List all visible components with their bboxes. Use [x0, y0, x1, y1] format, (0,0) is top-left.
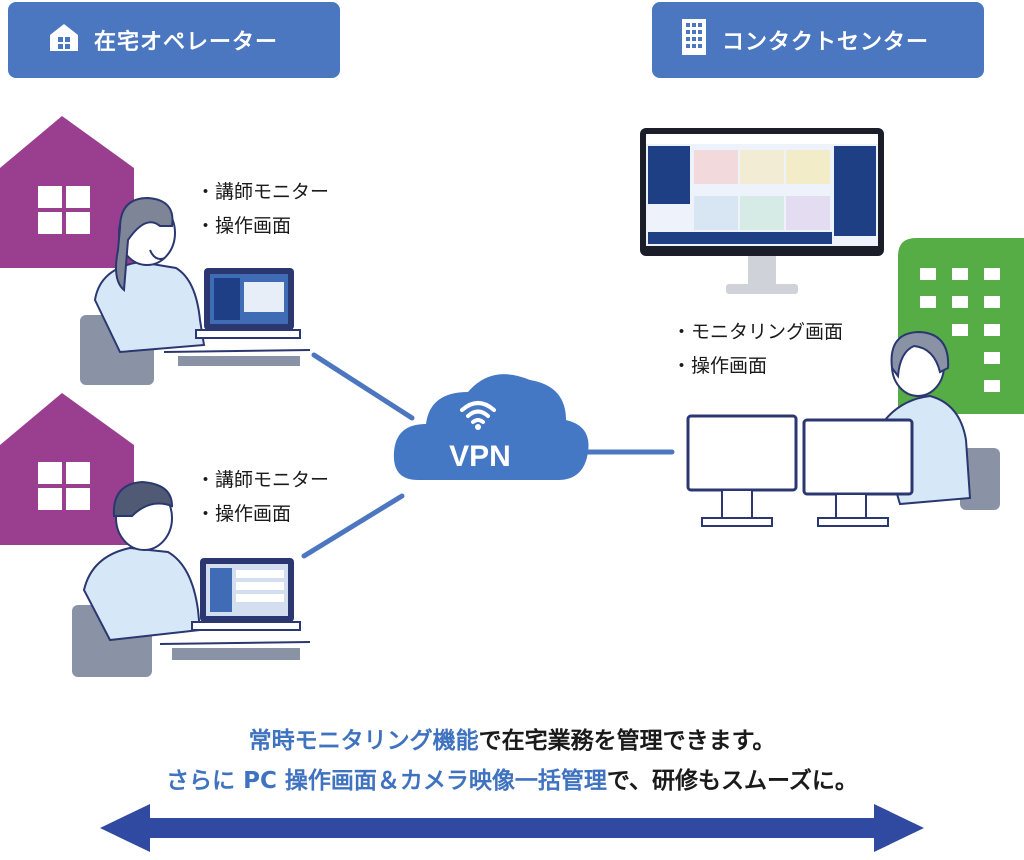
building-icon — [680, 17, 708, 63]
caption-line-2: さらに PC 操作画面＆カメラ映像一括管理で、研修もスムーズに。 — [0, 762, 1024, 800]
supervisor-monitor — [640, 128, 884, 294]
house-icon — [48, 22, 80, 58]
caption-line-2-text: で、研修もスムーズに。 — [606, 768, 858, 794]
list-item: ・操作画面 — [672, 355, 768, 377]
caption-line-1: 常時モニタリング機能で在宅業務を管理できます。 — [0, 722, 1024, 760]
vpn-label: VPN — [449, 440, 511, 473]
operator-bottom-figure — [72, 480, 311, 677]
caption-line-1-text: で在宅業務を管理できます。 — [478, 728, 776, 754]
list-item: ・講師モニター — [196, 469, 330, 491]
home-house-top — [0, 116, 134, 268]
list-item: ・操作画面 — [196, 503, 292, 525]
double-arrow — [100, 804, 924, 852]
operator-top-figure — [80, 196, 311, 385]
operator-top-features: ・講師モニター ・操作画面 — [196, 175, 329, 243]
list-item: ・講師モニター — [196, 181, 330, 203]
home-operator-label: 在宅オペレーター — [94, 30, 279, 55]
wifi-icon — [458, 396, 498, 432]
vpn-cloud — [393, 374, 589, 480]
list-item: ・モニタリング画面 — [672, 321, 844, 343]
caption-line-2-highlight: さらに PC 操作画面＆カメラ映像一括管理 — [166, 768, 607, 794]
home-operator-badge: 在宅オペレーター — [8, 2, 340, 78]
operator-bottom-features: ・講師モニター ・操作画面 — [196, 463, 329, 531]
list-item: ・操作画面 — [196, 215, 292, 237]
center-features: ・モニタリング画面 ・操作画面 — [672, 315, 843, 383]
contact-center-label: コンタクトセンター — [722, 30, 930, 55]
caption-line-1-highlight: 常時モニタリング機能 — [248, 728, 479, 754]
center-operator-figure — [686, 330, 1000, 527]
contact-center-badge: コンタクトセンター — [652, 2, 984, 78]
connection-lines — [301, 352, 675, 559]
home-house-bottom — [0, 393, 134, 545]
